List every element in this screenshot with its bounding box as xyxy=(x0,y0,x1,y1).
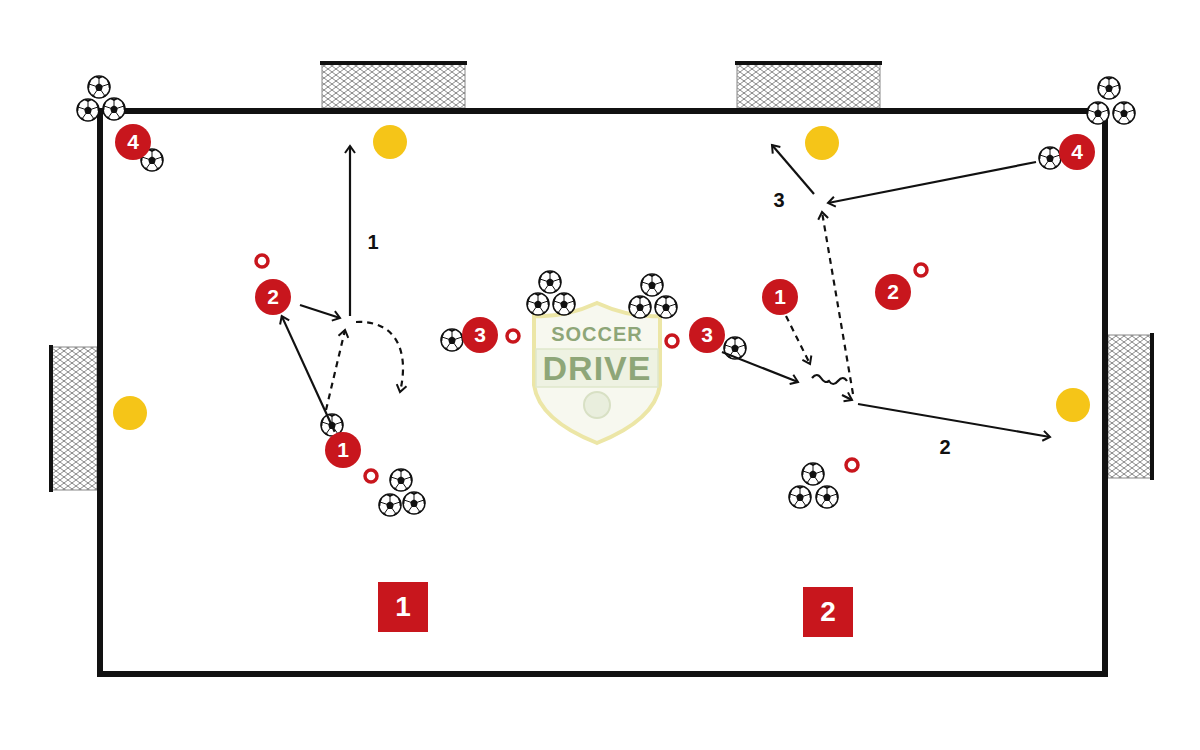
ball xyxy=(77,76,1135,516)
movement-arrow xyxy=(722,145,1050,437)
node-text: 3 xyxy=(474,323,486,347)
player-marker: 2 xyxy=(875,274,911,310)
watermark-text: SOCCER xyxy=(551,323,643,346)
movement-arrow xyxy=(282,316,335,432)
node-text: 1 xyxy=(395,591,411,623)
player-marker: 1 xyxy=(325,432,361,468)
node-text: 1 xyxy=(337,438,349,462)
node-text: 2 xyxy=(887,280,899,304)
player-marker: 4 xyxy=(1059,134,1095,170)
movement-arrow xyxy=(300,146,403,410)
player-marker: 4 xyxy=(115,124,151,160)
arrow-number: 2 xyxy=(939,436,950,459)
cone xyxy=(256,255,927,482)
player-marker: 2 xyxy=(255,279,291,315)
goal xyxy=(51,63,1152,492)
node-text: 4 xyxy=(1071,140,1083,164)
player-marker: 3 xyxy=(462,317,498,353)
player-marker: 1 xyxy=(762,279,798,315)
drill-number: 1 xyxy=(378,582,428,632)
arrow-number: 3 xyxy=(773,189,784,212)
watermark-shield xyxy=(534,303,660,443)
goalkeeper xyxy=(113,125,1090,430)
arrow-number: 1 xyxy=(367,231,378,254)
player-marker: 3 xyxy=(689,317,725,353)
field-boundary xyxy=(100,111,1105,674)
node-text: 2 xyxy=(820,596,836,628)
drill-number: 2 xyxy=(803,587,853,637)
node-text: 3 xyxy=(701,323,713,347)
node-text: 4 xyxy=(127,130,139,154)
node-text: 1 xyxy=(774,285,786,309)
node-text: 2 xyxy=(267,285,279,309)
watermark-text: DRIVE xyxy=(543,349,652,388)
